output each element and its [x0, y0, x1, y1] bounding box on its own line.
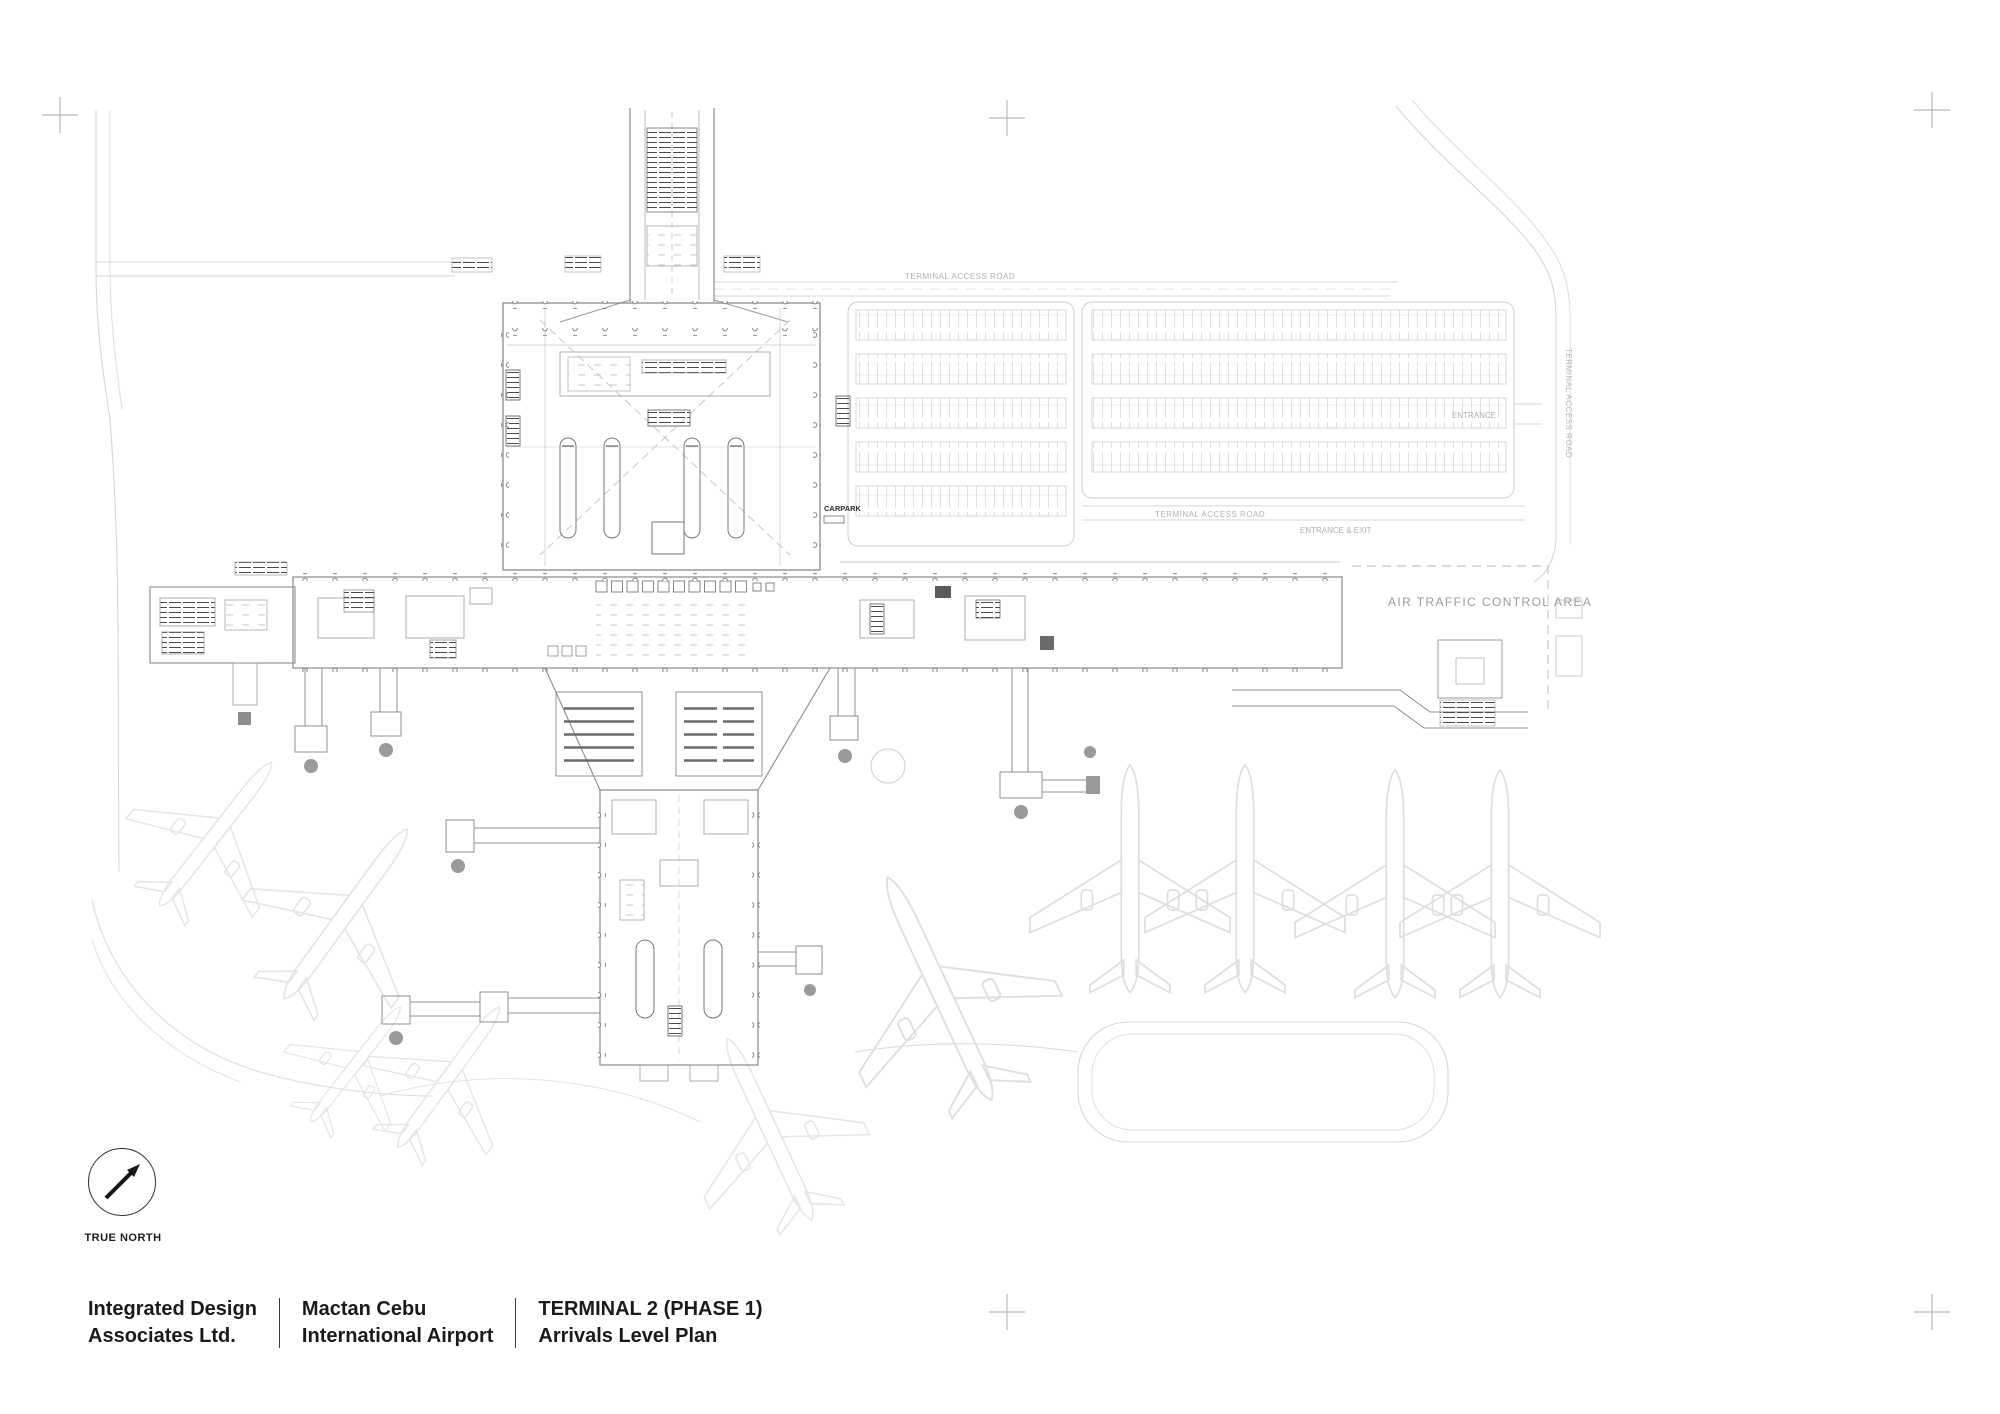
carpark-lift-symbol [823, 515, 845, 524]
entrance-label: ENTRANCE [1452, 411, 1496, 420]
project-name-line2: International Airport [301, 1325, 494, 1347]
air-traffic-control-area [1352, 565, 1583, 712]
true-north-label: TRUE NORTH [84, 1232, 162, 1244]
project-name: Mactan Cebu International Airport [280, 1296, 515, 1350]
terminal-access-road-label-south: TERMINAL ACCESS ROAD [1155, 510, 1265, 519]
air-traffic-control-label: AIR TRAFFIC CONTROL AREA [1388, 595, 1592, 609]
drawing-title-line2: Arrivals Level Plan [538, 1325, 718, 1347]
terminal-access-road-label-east: TERMINAL ACCESS ROAD [1564, 348, 1573, 458]
true-north-symbol [88, 1148, 156, 1216]
entrance-exit-label: ENTRANCE & EXIT [1300, 526, 1372, 535]
plan-labels: TERMINAL ACCESS ROAD TERMINAL ACCESS ROA… [823, 272, 1592, 609]
jet-bridges [294, 668, 1528, 1045]
car-park [847, 301, 1515, 547]
access-roads [91, 99, 1571, 1143]
south-pier [544, 667, 831, 1082]
elevated-approach-bridge [451, 108, 789, 323]
registration-marks [42, 92, 1950, 1330]
project-name-line1: Mactan Cebu [301, 1298, 427, 1320]
terminal-access-road-label-north: TERMINAL ACCESS ROAD [905, 272, 1015, 281]
north-circle [88, 1148, 156, 1216]
parked-aircraft [95, 712, 1601, 1258]
carpark-label: CARPARK [824, 504, 862, 513]
title-divider [278, 1298, 280, 1348]
drawing-title: TERMINAL 2 (PHASE 1) Arrivals Level Plan [516, 1296, 784, 1350]
terminal-main-block [501, 301, 851, 662]
title-divider [515, 1298, 517, 1348]
concourse-spine [149, 561, 1343, 725]
firm-name: Integrated Design Associates Ltd. [88, 1296, 279, 1350]
north-arrow-icon [104, 1164, 140, 1200]
firm-name-line2: Associates Ltd. [88, 1325, 236, 1347]
title-block: Integrated Design Associates Ltd. Mactan… [88, 1296, 785, 1350]
drawing-title-line1: TERMINAL 2 (PHASE 1) [538, 1298, 763, 1320]
firm-name-line1: Integrated Design [88, 1298, 257, 1320]
